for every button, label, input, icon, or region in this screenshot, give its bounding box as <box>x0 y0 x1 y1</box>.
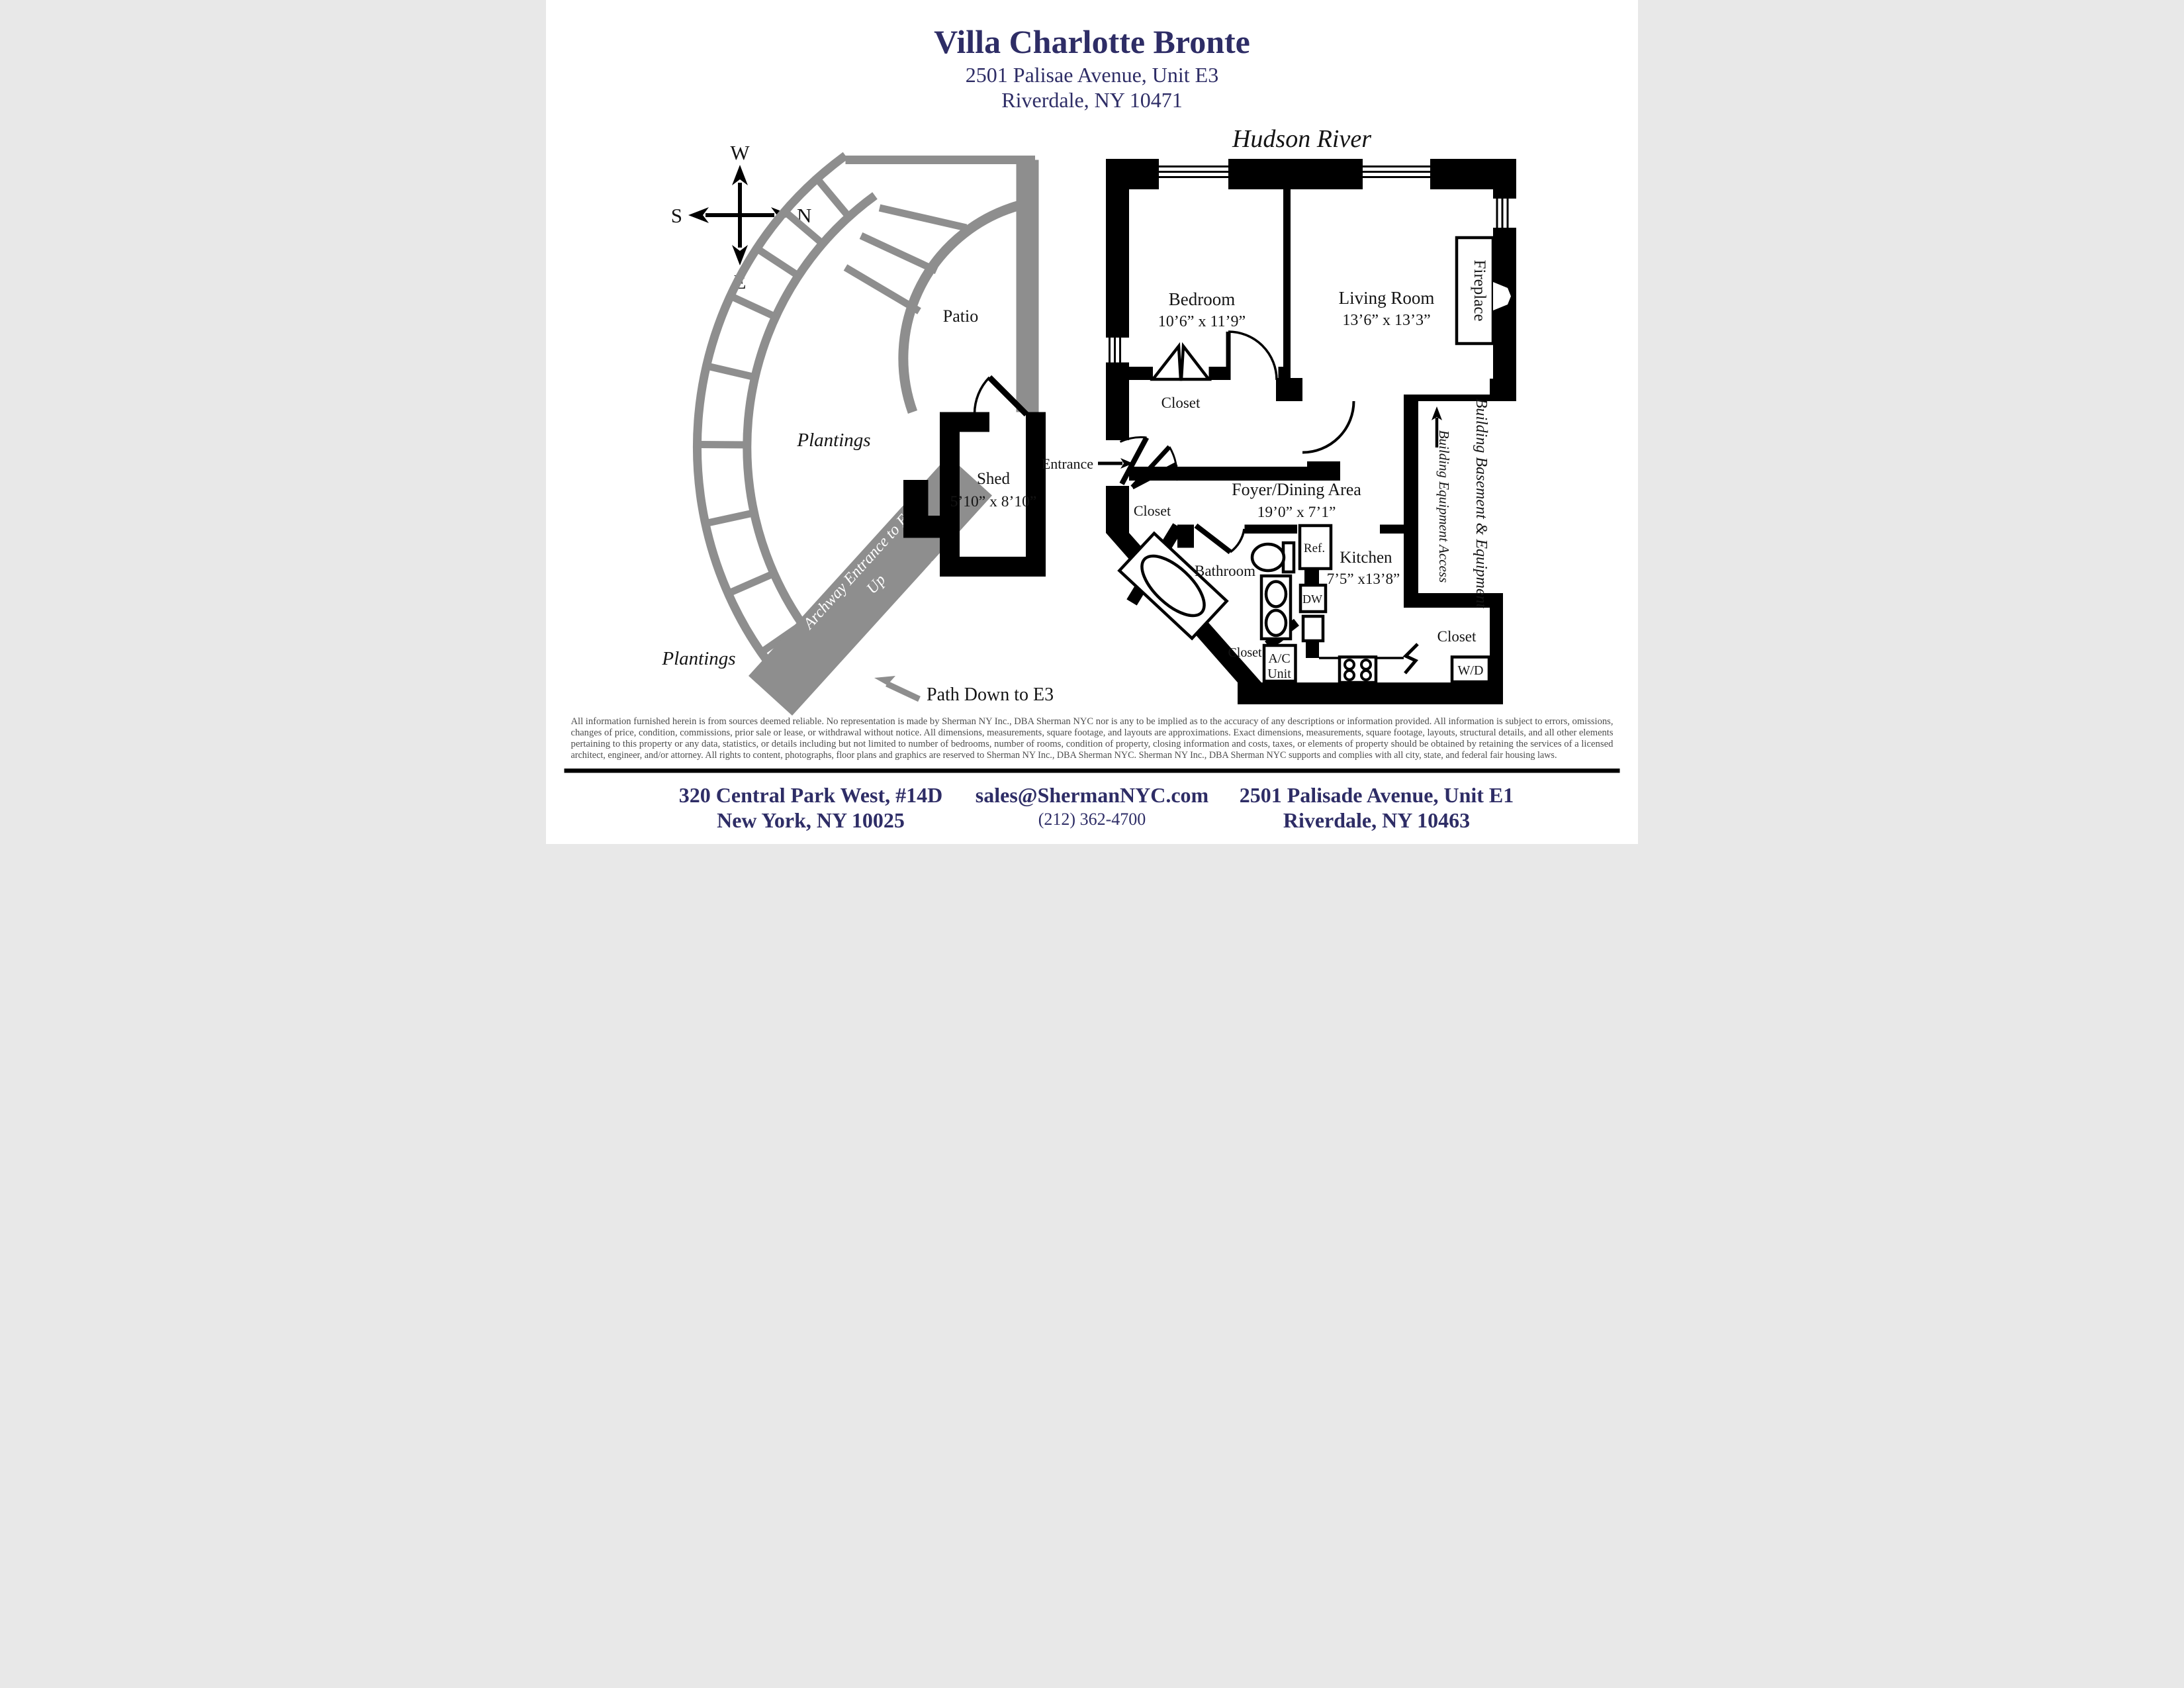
living-room-name-label: Living Room <box>1339 288 1435 308</box>
disclaimer: All information furnished herein is from… <box>571 716 1614 761</box>
compass-up-label: W <box>730 141 750 164</box>
footer-phone[interactable]: (212) 362-4700 <box>1038 810 1146 829</box>
washer-dryer-label: W/D <box>1458 663 1484 678</box>
foyer-name-label: Foyer/Dining Area <box>1232 480 1361 499</box>
kitchen-fixtures <box>1262 524 1491 684</box>
window-living-east-icon <box>1496 199 1509 228</box>
bath-closet-label: Closet <box>1228 645 1262 660</box>
footer-email[interactable]: sales@ShermanNYC.com <box>976 783 1209 807</box>
living-room-dims-label: 13’6” x 13’3” <box>1342 312 1430 329</box>
footer-divider <box>564 769 1620 773</box>
dishwasher-icon <box>1298 583 1328 614</box>
equipment-access-label: Building Equipment Access <box>1436 430 1452 583</box>
patio-label: Patio <box>943 306 978 326</box>
laundry-closet-label: Closet <box>1437 628 1477 645</box>
kitchen-dims-label: 7’5” x13’8” <box>1327 571 1400 587</box>
entrance-arrow-icon <box>1120 458 1133 469</box>
foyer-dims-label: 19’0” x 7’1” <box>1257 504 1336 521</box>
refrigerator-label: Ref. <box>1304 541 1325 555</box>
refrigerator-icon <box>1298 524 1333 571</box>
floorplan-page: Villa Charlotte Bronte 2501 Palisae Aven… <box>546 0 1638 844</box>
floorplan-canvas: Villa Charlotte Bronte 2501 Palisae Aven… <box>564 23 1620 832</box>
plantings-upper-label: Plantings <box>796 430 870 451</box>
compass-left-label: S <box>671 204 682 227</box>
washer-dryer-icon <box>1450 655 1491 684</box>
kitchen-name-label: Kitchen <box>1340 549 1392 567</box>
address-line-2: Riverdale, NY 10471 <box>1001 88 1182 112</box>
footer-left-line2: New York, NY 10025 <box>717 808 905 832</box>
bathtub-icon <box>1117 531 1229 641</box>
water-label: Hudson River <box>1232 125 1371 153</box>
page-title: Villa Charlotte Bronte <box>934 23 1250 60</box>
bedroom-dims-label: 10’6” x 11’9” <box>1158 313 1246 330</box>
kitchen-sink-icon <box>1301 614 1325 643</box>
path-down-arrow-icon <box>874 676 895 689</box>
shed-walls <box>903 375 1046 577</box>
basement-equipment-label: Building Basement & Equipment <box>1473 399 1490 609</box>
disclaimer-line-4: architect, engineer, and/or attorney. Al… <box>571 750 1557 761</box>
path-down-label: Path Down to E3 <box>927 684 1054 705</box>
bathroom-label: Bathroom <box>1195 563 1255 579</box>
address-line-1: 2501 Palisae Avenue, Unit E3 <box>966 63 1218 87</box>
footer-right-line1: 2501 Palisade Avenue, Unit E1 <box>1240 783 1514 807</box>
dishwasher-label: DW <box>1302 592 1322 606</box>
entrance-annotation: Entrance <box>1042 455 1133 472</box>
header: Villa Charlotte Bronte 2501 Palisae Aven… <box>934 23 1250 112</box>
shed-dims-label: 5’10” x 8’10” <box>950 493 1037 510</box>
equipment-access-annotation: Building Equipment Access <box>1432 406 1452 583</box>
footer: 320 Central Park West, #14D New York, NY… <box>564 769 1620 832</box>
fireplace: Fireplace <box>1455 236 1511 346</box>
disclaimer-line-3: pertaining to this property or any data,… <box>571 739 1614 749</box>
bedroom-closet-label: Closet <box>1161 395 1201 411</box>
entry-closet-label: Closet <box>1134 502 1171 519</box>
equipment-access-arrow-icon <box>1432 406 1442 420</box>
shed-name-label: Shed <box>977 470 1011 488</box>
disclaimer-line-1: All information furnished herein is from… <box>571 716 1614 727</box>
window-bedroom-west-icon <box>1109 338 1121 363</box>
ac-unit-box <box>1262 643 1297 683</box>
toilet-icon <box>1250 541 1296 574</box>
entrance-label: Entrance <box>1042 455 1093 472</box>
bathroom-fixtures <box>1117 531 1296 641</box>
footer-left-line1: 320 Central Park West, #14D <box>679 783 942 807</box>
fireplace-label: Fireplace <box>1471 259 1488 321</box>
plantings-arc-walls <box>692 152 1039 698</box>
path-down-annotation: Path Down to E3 <box>874 676 1054 705</box>
vanity-sink-icon <box>1259 574 1293 641</box>
disclaimer-line-2: changes of price, condition, commissions… <box>571 727 1614 738</box>
window-living-north-icon <box>1363 165 1430 178</box>
footer-right-line2: Riverdale, NY 10463 <box>1283 808 1470 832</box>
window-bedroom-north-icon <box>1159 165 1228 178</box>
plantings-lower-label: Plantings <box>661 648 735 669</box>
stove-icon <box>1338 655 1378 684</box>
ac-unit-label-line1: A/C <box>1268 651 1290 666</box>
ac-unit-label-line2: Unit <box>1267 667 1291 681</box>
bedroom-name-label: Bedroom <box>1169 289 1236 309</box>
